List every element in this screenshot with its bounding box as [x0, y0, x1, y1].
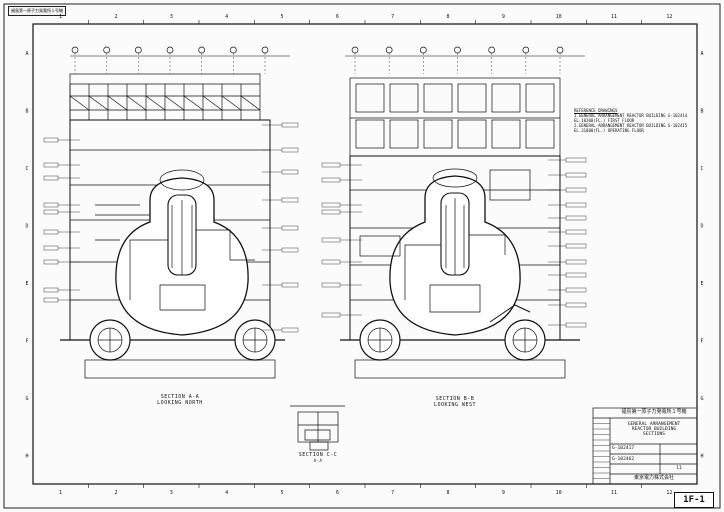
reference-line: EL.31000(FL.) OPERATING FLOOR	[574, 128, 644, 133]
title-line: GENERAL ARRANGEMENT	[627, 422, 681, 427]
grid-number: 11	[611, 490, 617, 496]
company-name: 東京電力株式会社	[633, 475, 674, 481]
grid-number: 1	[59, 14, 62, 20]
grid-letter: G	[25, 396, 28, 402]
reference-line: EL.10200(FL.) FIRST FLOOR	[574, 118, 635, 123]
title-line: SECTIONS	[642, 432, 666, 438]
grid-number: 3	[170, 14, 173, 20]
reference-heading: REFERENCE DRAWINGS	[574, 108, 618, 113]
document-stamp: 福島第一原子力発電所１号機	[8, 6, 66, 16]
section-aa-title: SECTION A-A LOOKING NORTH	[140, 394, 220, 406]
grid-reference-left: A B C D E F G H	[25, 51, 28, 460]
grid-number: 7	[391, 14, 394, 20]
grid-number: 8	[446, 490, 449, 496]
grid-letter: B	[25, 108, 28, 114]
grid-number: 6	[336, 14, 339, 20]
grid-number: 7	[391, 490, 394, 496]
grid-number: 10	[556, 490, 562, 496]
section-bb-sub: LOOKING WEST	[433, 402, 477, 408]
section-bb-label: SECTION B-B	[435, 396, 475, 402]
grid-letter: E	[700, 281, 703, 287]
section-bb-title: SECTION B-B LOOKING WEST	[415, 396, 495, 408]
section-bb-drawing	[321, 46, 587, 379]
section-aa-sub: LOOKING NORTH	[157, 400, 203, 406]
grid-number: 4	[225, 14, 228, 20]
grid-number: 3	[170, 490, 173, 496]
revision-number: 11	[676, 466, 682, 471]
grid-letter: F	[700, 338, 703, 344]
reference-line: 1.GENERAL ARRANGEMENT REACTOR BUILDING G…	[574, 113, 688, 118]
grid-letter: C	[25, 166, 28, 172]
grid-letter: H	[700, 453, 703, 459]
section-aa-drawing	[43, 46, 299, 379]
grid-number: 6	[336, 490, 339, 496]
section-cc-title: SECTION C-C A-A	[283, 452, 353, 464]
grid-letter: D	[700, 223, 703, 229]
grid-number: 11	[611, 14, 617, 20]
grid-number: 4	[225, 490, 228, 496]
grid-letter: F	[25, 338, 28, 344]
grid-letter: D	[25, 223, 28, 229]
section-cc-drawing	[290, 405, 345, 451]
grid-letter: C	[700, 166, 703, 172]
title-plant: 福島第一原子力発電所１号機	[621, 409, 687, 415]
section-aa-label: SECTION A-A	[160, 394, 200, 400]
grid-letter: A	[700, 51, 703, 57]
grid-number: 8	[446, 14, 449, 20]
title-main: GENERAL ARRANGEMENT REACTOR BUILDING SEC…	[612, 422, 696, 438]
grid-number: 5	[280, 14, 283, 20]
grid-number: 2	[114, 490, 117, 496]
grid-letter: A	[25, 51, 28, 57]
grid-letter: B	[700, 108, 703, 114]
drawing-number-2: G-102462	[612, 457, 635, 462]
drawing-number-1: G-102417	[612, 446, 635, 451]
sheet-number: 1F-1	[674, 492, 714, 508]
grid-number: 1	[59, 490, 62, 496]
grid-number: 9	[502, 14, 505, 20]
grid-number: 2	[114, 14, 117, 20]
grid-letter: G	[700, 396, 703, 402]
grid-letter: H	[25, 453, 28, 459]
grid-number: 9	[502, 490, 505, 496]
grid-number: 5	[280, 490, 283, 496]
grid-number: 12	[666, 14, 672, 20]
title-line: REACTOR BUILDING	[631, 427, 677, 433]
section-cc-sub: A-A	[313, 458, 323, 463]
reference-drawings: REFERENCE DRAWINGS 1.GENERAL ARRANGEMENT…	[574, 108, 687, 133]
section-cc-label: SECTION C-C	[298, 452, 338, 458]
grid-number: 10	[556, 14, 562, 20]
grid-number: 12	[666, 490, 672, 496]
grid-reference-right: A B C D E F G H	[700, 51, 703, 460]
grid-letter: E	[25, 281, 28, 287]
title-block-frame	[592, 407, 698, 485]
reference-line: 2.GENERAL ARRANGEMENT REACTOR BUILDING G…	[574, 123, 688, 128]
